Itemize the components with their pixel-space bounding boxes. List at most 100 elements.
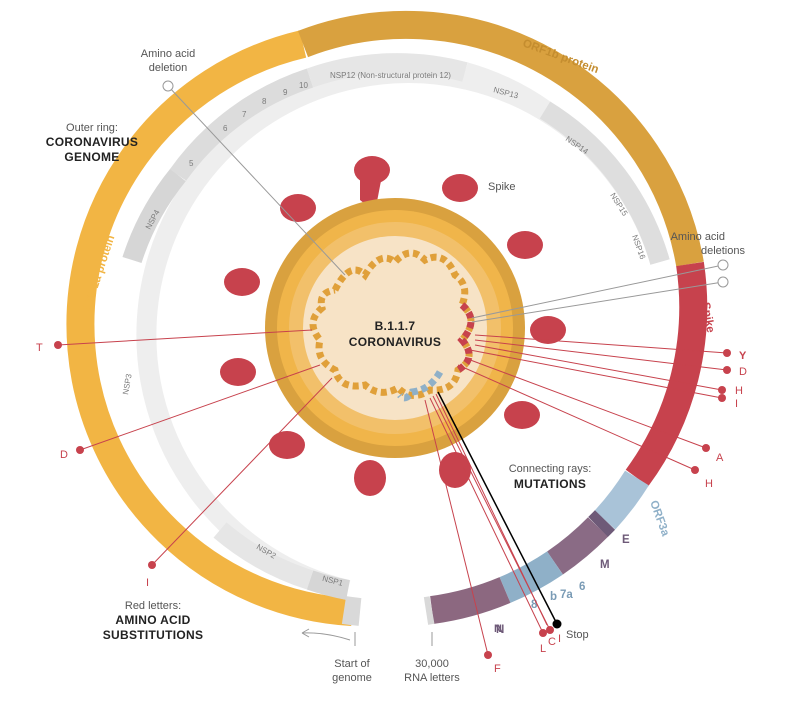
start-arrowhead — [301, 628, 310, 638]
mutation-F: F — [494, 663, 501, 675]
center-strain: B.1.1.7 — [375, 319, 416, 333]
ray — [464, 357, 707, 449]
start-l2: genome — [332, 672, 372, 684]
mutation-N: N — [494, 623, 502, 635]
e-arc — [588, 510, 616, 538]
nsp5-9-segment — [169, 68, 314, 181]
orf6-label: 6 — [579, 581, 585, 593]
stop-dot — [552, 619, 562, 629]
deletion-dot — [162, 80, 174, 92]
end-l2: RNA letters — [404, 672, 460, 684]
stop-ray — [437, 391, 558, 625]
ray — [79, 364, 321, 451]
nsp12-segment — [306, 53, 468, 88]
spike-protein — [269, 431, 305, 459]
ray-dot — [723, 349, 731, 357]
ray — [429, 397, 544, 634]
ray-endpoints — [54, 341, 731, 659]
spike-arc — [625, 261, 708, 487]
mutation-H: H — [735, 385, 743, 397]
outer-ring-l2: CORONAVIRUS — [46, 135, 138, 149]
nsp12-label: NSP12 (Non-structural protein 12) — [330, 71, 451, 80]
ray-dot — [76, 446, 84, 454]
mutation-C: C — [548, 636, 556, 648]
amino-deletion-l1: Amino acid — [141, 48, 195, 60]
rna-coil-tail — [397, 370, 444, 402]
connecting-rays-l2: MUTATIONS — [514, 477, 586, 491]
ray-dot — [484, 651, 492, 659]
spike-ring-label: Spike — [699, 301, 716, 333]
ray-dot — [723, 366, 731, 374]
ray — [474, 339, 728, 371]
mutation-D2: D — [739, 366, 747, 378]
spike-annotation: Spike — [488, 181, 516, 193]
orf7b-label: b — [550, 591, 557, 603]
ray-dot — [702, 444, 710, 452]
nsp8-label: 8 — [262, 97, 267, 106]
ray — [474, 344, 723, 391]
orf3a-label: ORF3a — [647, 499, 671, 539]
rna-coil-spike — [456, 302, 475, 374]
ray — [474, 334, 728, 354]
outer-ring-l1: Outer ring: — [66, 122, 118, 134]
outer-ring-l3: GENOME — [64, 150, 119, 164]
virus-illustration — [220, 156, 566, 496]
deletions-ray — [471, 281, 724, 323]
ray — [151, 377, 333, 566]
e-label: E — [622, 534, 630, 546]
ray-dot — [718, 394, 726, 402]
deletions-dot — [717, 276, 729, 288]
n-label: N — [496, 624, 504, 636]
spike-protein — [504, 401, 540, 429]
nsp2-segment — [213, 522, 314, 590]
amino-deletion-l2: deletion — [149, 62, 188, 74]
ray — [457, 364, 696, 471]
spike-protein — [224, 268, 260, 296]
mutation-Y: Y — [739, 350, 747, 362]
red-letters-l2: AMINO ACID — [115, 613, 190, 627]
deletions-dot — [717, 259, 729, 271]
spike-protein — [280, 194, 316, 222]
nsp3-label: NSP3 — [121, 373, 134, 396]
spike-protein — [439, 452, 471, 488]
nsp5-label: 5 — [189, 159, 194, 168]
mutation-A: A — [716, 452, 724, 464]
end-l1: 30,000 — [415, 658, 449, 670]
ray-dot — [691, 466, 699, 474]
deletions-ray — [471, 264, 724, 319]
nsp4-segment — [122, 168, 186, 264]
nsp9-label: 9 — [283, 88, 288, 97]
spike-protein — [530, 316, 566, 344]
ray — [435, 393, 548, 626]
ray-dot — [539, 629, 547, 637]
nsp14-16-segment — [539, 101, 670, 265]
rna-coil — [309, 249, 475, 399]
mutation-I3: I — [558, 633, 561, 645]
ray — [57, 329, 313, 346]
nsp7-label: 7 — [242, 110, 247, 119]
genome-ring — [66, 10, 708, 626]
spike-protein — [354, 460, 386, 496]
nsp6-label: 6 — [223, 124, 228, 133]
ray — [424, 399, 489, 656]
amino-deletions-l2: deletions — [701, 245, 746, 257]
ray-dot — [546, 626, 554, 634]
spike-protein — [220, 358, 256, 386]
orf7a-label: 7a — [560, 589, 573, 601]
ray-dot — [718, 386, 726, 394]
mutation-I: I — [146, 577, 149, 589]
spike-protein — [442, 174, 478, 202]
m-arc — [546, 516, 608, 575]
n-arc — [429, 577, 511, 624]
mutation-T: T — [36, 342, 43, 354]
mutation-D: D — [60, 449, 68, 461]
nsp10-label: 10 — [299, 81, 308, 90]
deletion-ray — [167, 85, 346, 276]
ray-dot — [54, 341, 62, 349]
orf1b-arc — [297, 10, 704, 267]
ray-dot — [148, 561, 156, 569]
orf3a-arc — [594, 470, 649, 530]
red-letters-l3: SUBSTITUTIONS — [103, 628, 204, 642]
start-arrow — [301, 632, 351, 641]
